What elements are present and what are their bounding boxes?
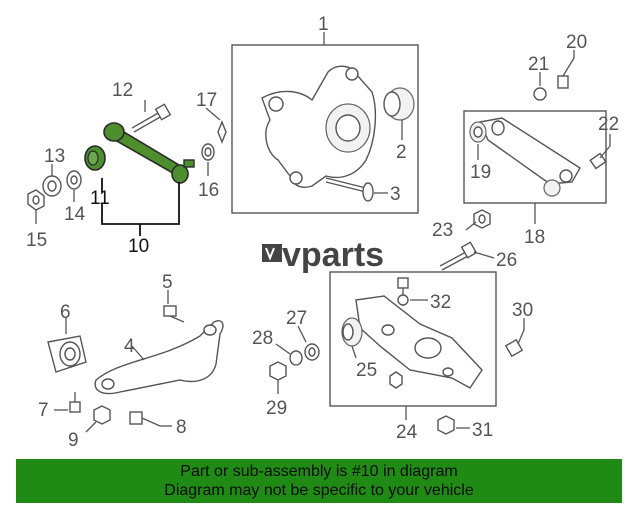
callout-27: 27 [286, 308, 307, 329]
nut-part-13[interactable] [42, 175, 62, 197]
callout-2: 2 [396, 142, 407, 163]
cotter-pin-part-17[interactable] [217, 120, 227, 144]
callout-25: 25 [356, 360, 377, 381]
callout-6: 6 [60, 302, 71, 323]
callout-5: 5 [162, 272, 173, 293]
callout-7: 7 [38, 400, 49, 421]
callout-17: 17 [196, 90, 217, 111]
lower-arm-group-box [329, 271, 497, 407]
trailing-arm-part-4[interactable] [94, 320, 224, 395]
svg-text:vparts: vparts [282, 236, 384, 274]
callout-18: 18 [524, 227, 545, 248]
washer-part-21[interactable] [533, 87, 547, 101]
bushing-lower-18[interactable] [543, 179, 561, 197]
callout-32: 32 [430, 292, 451, 313]
bolt-part-30[interactable] [504, 329, 525, 358]
callout-30: 30 [512, 300, 533, 321]
nut-part-23[interactable] [473, 209, 491, 229]
banner-line-2: Diagram may not be specific to your vehi… [164, 482, 474, 499]
callout-4: 4 [124, 336, 135, 357]
bolt-part-8[interactable] [129, 411, 161, 427]
callout-23: 23 [432, 220, 453, 241]
callout-13: 13 [44, 146, 65, 167]
bolt-part-3[interactable] [325, 177, 374, 202]
callout-19: 19 [470, 162, 491, 183]
callout-9: 9 [68, 430, 79, 451]
callout-16: 16 [198, 180, 219, 201]
callout-10: 10 [128, 236, 149, 257]
callout-22: 22 [598, 114, 619, 135]
bushing-part-19[interactable] [469, 121, 487, 143]
washer-part-16[interactable] [201, 143, 215, 161]
callout-29: 29 [266, 398, 287, 419]
callout-8: 8 [176, 417, 187, 438]
nut-part-31[interactable] [437, 415, 455, 435]
washer-part-14[interactable] [66, 170, 82, 190]
bolt-part-12[interactable] [131, 103, 172, 133]
callout-26: 26 [496, 250, 517, 271]
bolt-part-5[interactable] [163, 305, 185, 323]
callout-21: 21 [528, 54, 549, 75]
callout-11: 11 [90, 188, 110, 209]
upper-arm-part-18[interactable] [478, 117, 581, 185]
bushing-part-11[interactable] [84, 145, 106, 171]
callout-1: 1 [318, 14, 329, 35]
bolt-part-22[interactable] [589, 145, 611, 170]
callout-15: 15 [26, 230, 47, 251]
nut-part-15[interactable] [27, 189, 45, 211]
vparts-logo: vparts [262, 236, 384, 274]
callout-12: 12 [112, 80, 133, 101]
callout-31: 31 [472, 420, 493, 441]
lateral-arm-part-10[interactable] [103, 122, 195, 184]
washer-part-28[interactable] [289, 350, 303, 366]
nut-part-29[interactable] [269, 361, 287, 381]
bolt-part-20[interactable] [557, 57, 575, 89]
stabilizer-link-part-32[interactable] [397, 277, 409, 306]
callout-20: 20 [566, 32, 587, 53]
banner-line-1: Part or sub-assembly is #10 in diagram [180, 463, 458, 480]
callout-3: 3 [390, 184, 401, 205]
knuckle-group-box [231, 44, 419, 214]
washer-part-27[interactable] [304, 343, 320, 361]
callout-24: 24 [396, 422, 418, 443]
knuckle-part[interactable] [261, 65, 377, 188]
callout-28: 28 [252, 328, 273, 349]
nut-part-9[interactable] [93, 405, 111, 425]
bushing-part-6[interactable] [47, 335, 87, 373]
nut-lower-arm[interactable] [389, 371, 403, 389]
callout-14: 14 [64, 204, 86, 225]
lower-arm-part-24[interactable] [355, 295, 483, 389]
bolt-part-26[interactable] [439, 241, 478, 271]
info-banner: Part or sub-assembly is #10 in diagram D… [16, 459, 622, 503]
bolt-part-7[interactable] [69, 392, 81, 413]
bushing-part-25[interactable] [341, 317, 363, 347]
bushing-part-2[interactable] [383, 87, 415, 121]
